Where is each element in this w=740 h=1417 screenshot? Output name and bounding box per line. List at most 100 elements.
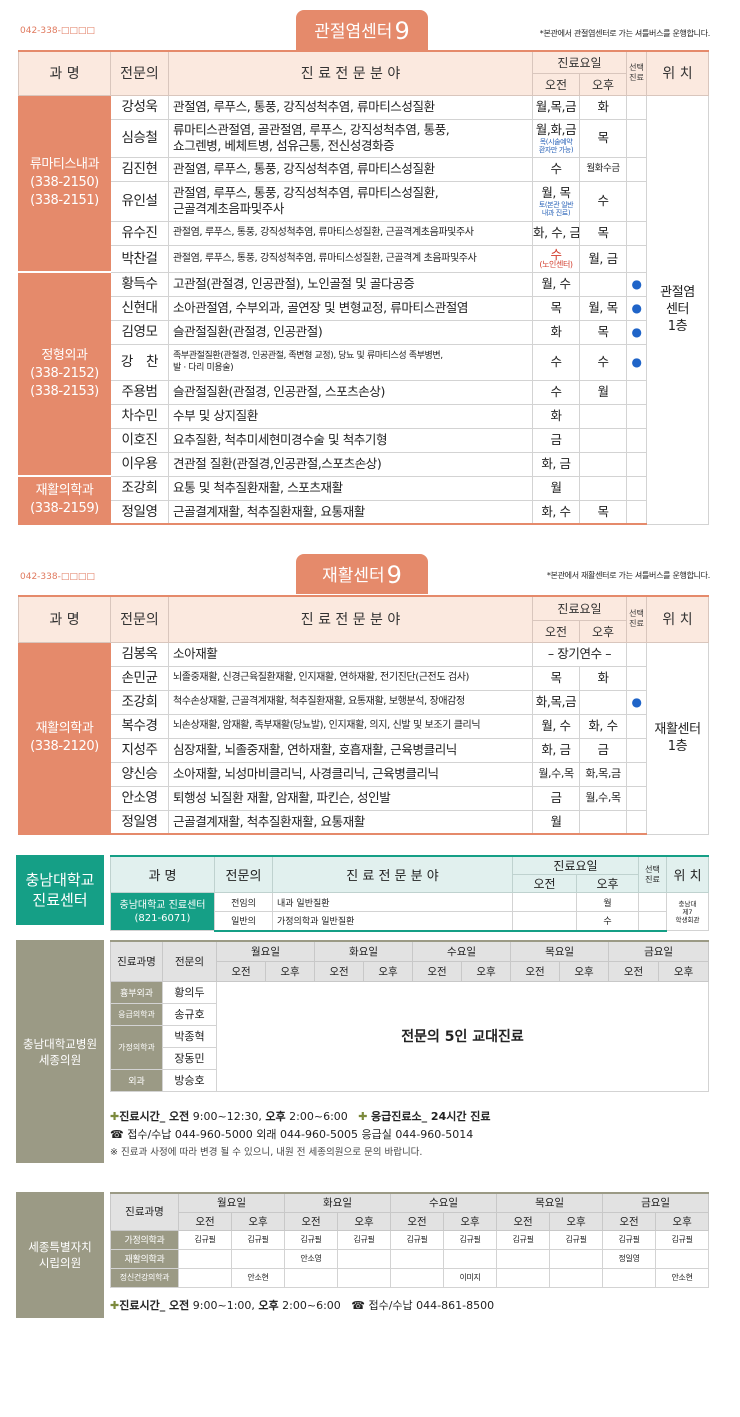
am-days: 수(노인센터) [532,244,580,273]
rotation-note: 전문의 5인 교대진료 [215,980,710,1092]
header-selective: 선택 진료 [626,595,648,643]
pm-days: 월,수,목 [578,785,628,811]
header-pm: 오후 [655,1211,710,1231]
shuttle-notice: *본관에서 관절염센터로 가는 셔틀버스를 운행합니다. [539,29,711,38]
doctor-name: 강성욱 [110,94,169,120]
specialty: 뇌졸중재활, 신경근육질환재활, 인지재활, 연하재활, 전기진단(근전도 검사… [168,665,533,691]
schedule-cell: 이미지 [443,1267,498,1288]
pm-days: 수 [578,343,628,381]
schedule-cell [337,1267,392,1288]
dept-cell: 재활의학과 [110,1248,179,1269]
selective-mark [626,156,648,182]
doctor-name: 방승호 [162,1068,217,1092]
hours-pm-label: 오후 [258,1299,279,1312]
selective-mark [626,641,648,667]
rehab-table: 과 명 전문의 진 료 전 문 분 야 진료요일 선택 진료 위 치 오전 오후… [18,595,710,835]
plus-icon: ✚ [358,1110,368,1123]
section-title-rehab: 재활센터9 [296,554,428,594]
schedule-cell: 김규필 [390,1229,445,1250]
selective-mark [626,499,648,525]
doctor-name: 이우용 [110,451,169,477]
am-days-note: 토(본관 일반 내과 진료) [538,201,574,217]
selective-mark: ● [626,295,648,321]
am-days: 월,목,금 [532,94,580,120]
schedule-cell [496,1248,551,1269]
specialty: 퇴행성 뇌질환 재활, 암재활, 파킨슨, 성인발 [168,785,533,811]
am-days: 화, 수, 금 [532,220,580,246]
doctor-name: 손민균 [110,665,169,691]
header-dept: 진료과명 [110,940,163,982]
doctor-name: 황득수 [110,271,169,297]
hours-am: 9:00~1:00, [192,1299,255,1312]
doctor-name: 정일영 [110,499,169,525]
hours-line: ✚진료시간_ 오전 9:00~1:00, 오후 2:00~6:00 ☎ 접수/수… [110,1297,494,1315]
am-days-text: 월,화,금 [535,122,577,137]
selective-mark [626,451,648,477]
selective-mark: ● [626,343,648,381]
doctor-name: 안소영 [110,785,169,811]
specialty: 가정의학과 일반질환 [272,911,513,932]
specialty: 심장재활, 뇌졸중재활, 연하재활, 호흡재활, 근육병클리닉 [168,737,533,763]
doctor-name: 복수경 [110,713,169,739]
doctor-name: 신현대 [110,295,169,321]
pm-days [578,689,628,715]
specialty: 관절염, 루푸스, 통풍, 강직성척추염, 류마티스성질환, 근골격계초음파및주… [168,180,533,222]
header-tuesday: 화요일 [284,1192,392,1213]
phone-numbers: 접수/수납 044-960-5000 외래 044-960-5005 응급실 0… [127,1128,474,1141]
doctor-name: 심승철 [110,118,169,158]
hours-pm: 2:00~6:00 [282,1299,341,1312]
header-dept: 과 명 [18,595,111,643]
selective-mark [626,220,648,246]
specialty: 수부 및 상지질환 [168,403,533,429]
schedule-cell: 안소현 [655,1267,710,1288]
doctor-name: 전임의 [214,892,273,912]
pm-days [578,451,628,477]
title-number: 9 [386,561,402,589]
am-days: 월, 수 [532,271,580,297]
am-days: 수 [532,343,580,381]
schedule-cell: 정일영 [602,1248,657,1269]
header-am: 오전 [216,960,266,982]
header-am: 오전 [510,960,561,982]
schedule-cell [496,1267,551,1288]
am-days: 화, 금 [532,451,580,477]
pm-days [578,809,628,835]
header-specialty: 진 료 전 문 분 야 [168,595,533,643]
header-dept: 과 명 [110,855,215,893]
schedule-cell [549,1267,604,1288]
selective-mark [626,379,648,405]
selective-mark [626,737,648,763]
header-doctor: 전문의 [162,940,217,982]
pm-days: 목 [578,220,628,246]
sejong-city-clinic-label: 세종특별자치 시립의원 [16,1192,104,1318]
schedule-cell: 안소현 [230,1267,286,1288]
hours-am: 9:00~12:30, [192,1110,262,1123]
schedule-cell [390,1248,445,1269]
selective-mark [626,713,648,739]
schedule-cell: 김규필 [602,1229,657,1250]
phone-icon: ☎ [110,1128,124,1141]
header-pm: 오후 [230,1211,286,1231]
schedule-cell: 김규필 [284,1229,339,1250]
schedule-cell: 김규필 [337,1229,392,1250]
am-days: 월,수,목 [532,761,580,787]
title-number: 9 [394,17,410,45]
am-days: 수 [532,156,580,182]
header-dept: 진료과명 [110,1192,179,1231]
rotation-note-text: 전문의 5인 교대진료 [401,1029,524,1045]
schedule-cell [337,1248,392,1269]
pm-days [578,475,628,501]
header-pm: 오후 [461,960,512,982]
emergency-hours: 응급진료소_ 24시간 진료 [371,1110,491,1123]
header-days: 진료요일 [531,595,628,621]
header-days: 진료요일 [531,50,628,74]
am-days: 월 [532,809,580,835]
header-am: 오전 [602,1211,657,1231]
dept-cell: 가정의학과 [110,1229,179,1250]
specialty: 소아관절염, 수부외과, 골연장 및 변형교정, 류마티스관절염 [168,295,533,321]
am-days: 화, 금 [532,737,580,763]
hours-pm: 2:00~6:00 [289,1110,348,1123]
am-days: 화 [532,319,580,345]
pm-days: 월, 금 [578,244,628,273]
disclaimer: ※ 진료과 사정에 따라 변경 될 수 있으니, 내원 전 세종의원으로 문의 … [110,1147,423,1158]
